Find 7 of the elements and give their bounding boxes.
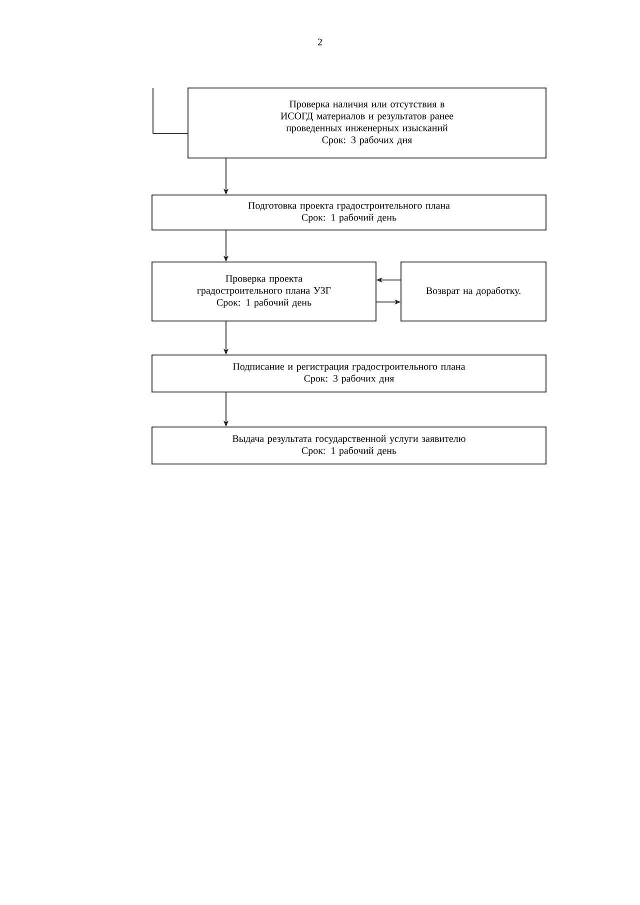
process-box: Подготовка проекта градостроительного плана Срок: 1 рабочий день xyxy=(152,194,546,230)
process-box: Выдача результата государственной услуги заявителю Срок: 1 рабочий день xyxy=(152,426,546,464)
process-box: Проверка наличия или отсутствия в ИСОГД материалов и результатов ранее проведенных инженерных изысканий Срок: 3 рабочих дня xyxy=(188,88,546,158)
page-number: 2 xyxy=(318,38,322,46)
process-box: Проверка проекта градостроительного плана УЗГ Срок: 1 рабочий день xyxy=(152,262,376,322)
process-box: Подписание и регистрация градостроительного плана Срок: 3 рабочих дня xyxy=(152,354,546,392)
process-box: Возврат на доработку. xyxy=(400,262,546,322)
